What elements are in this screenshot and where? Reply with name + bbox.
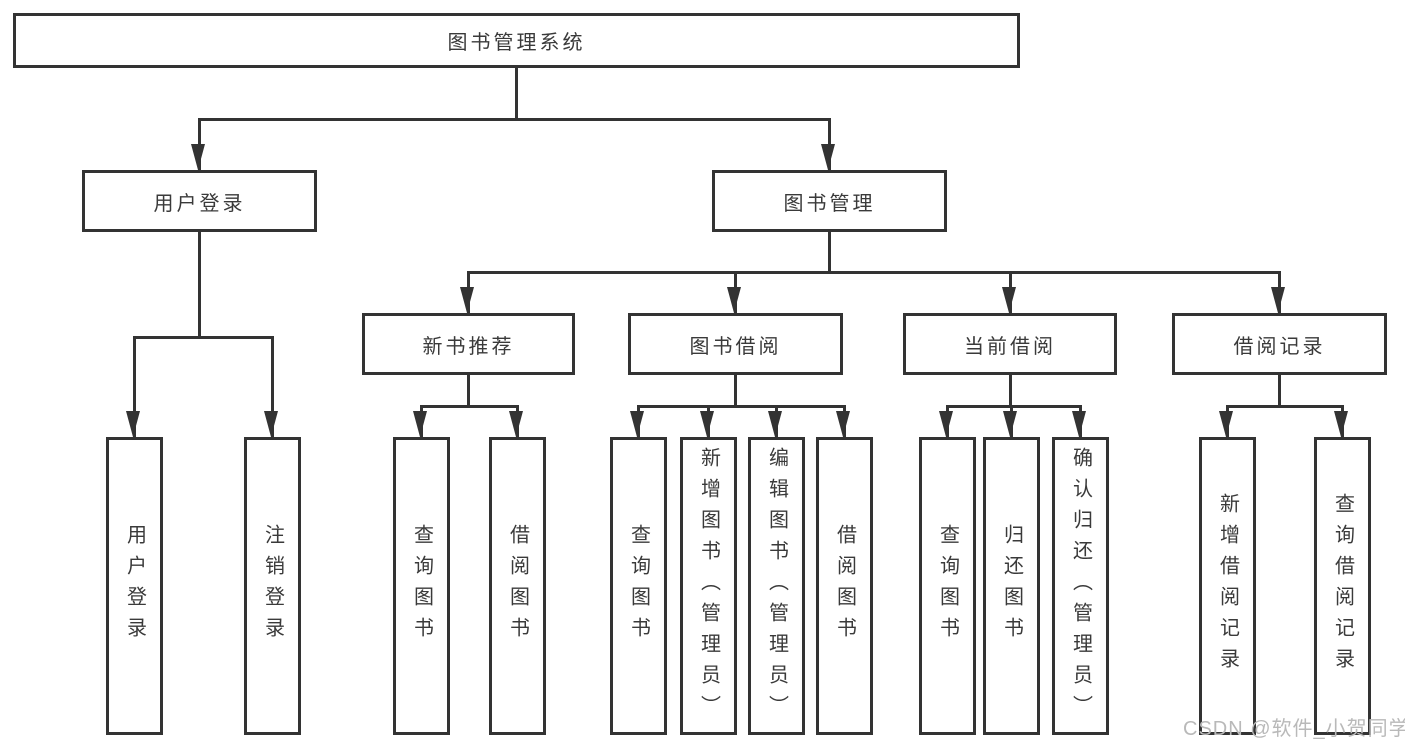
connector-branch-line	[420, 405, 519, 408]
leaf-borrow-books-recommend: 借阅图书	[489, 437, 546, 735]
leaf-label: 借阅图书	[833, 524, 856, 648]
leaf-label: 借阅图书	[506, 524, 529, 648]
node-book-management: 图书管理	[712, 170, 947, 232]
arrowhead-down-icon	[768, 411, 782, 437]
arrowhead-down-icon	[1219, 411, 1233, 437]
arrowhead-down-icon	[1271, 287, 1285, 313]
leaf-add-borrow-record: 新增借阅记录	[1199, 437, 1256, 735]
connector-stem-line	[828, 232, 831, 273]
node-user-login: 用户登录	[82, 170, 317, 232]
leaf-label: 编辑图书（管理员）	[765, 446, 788, 726]
connector-stem-line	[467, 375, 470, 407]
connector-branch-line	[133, 336, 274, 339]
connector-stem-line	[1009, 375, 1012, 407]
leaf-label: 新增借阅记录	[1216, 493, 1239, 679]
arrowhead-down-icon	[821, 144, 835, 170]
connector-branch-line	[946, 405, 1082, 408]
leaf-label: 归还图书	[1000, 524, 1023, 648]
leaf-query-books-recommend: 查询图书	[393, 437, 450, 735]
leaf-user-login: 用户登录	[106, 437, 163, 735]
node-book-borrowing-label: 图书借阅	[689, 335, 782, 358]
leaf-logout: 注销登录	[244, 437, 301, 735]
node-new-book-recommend-label: 新书推荐	[422, 335, 515, 358]
node-current-borrowing-label: 当前借阅	[964, 335, 1056, 358]
leaf-label: 用户登录	[123, 524, 146, 648]
arrowhead-down-icon	[509, 411, 523, 437]
node-current-borrowing: 当前借阅	[903, 313, 1117, 375]
leaf-borrow-books-borrowing: 借阅图书	[816, 437, 873, 735]
connector-drop-line	[133, 336, 136, 437]
arrowhead-down-icon	[630, 411, 644, 437]
leaf-label: 查询借阅记录	[1331, 493, 1354, 679]
leaf-label: 注销登录	[261, 524, 284, 648]
connector-drop-line	[271, 336, 274, 437]
leaf-add-books-admin: 新增图书（管理员）	[680, 437, 737, 735]
leaf-edit-books-admin: 编辑图书（管理员）	[748, 437, 805, 735]
leaf-return-books: 归还图书	[983, 437, 1040, 735]
leaf-label: 查询图书	[936, 524, 959, 648]
arrowhead-down-icon	[836, 411, 850, 437]
arrowhead-down-icon	[1002, 287, 1016, 313]
node-new-book-recommend: 新书推荐	[362, 313, 575, 375]
arrowhead-down-icon	[1072, 411, 1086, 437]
arrowhead-down-icon	[264, 411, 278, 437]
node-user-login-label: 用户登录	[153, 192, 246, 215]
arrowhead-down-icon	[727, 287, 741, 313]
connector-branch-line	[1226, 405, 1344, 408]
leaf-label: 确认归还（管理员）	[1069, 446, 1092, 726]
connector-branch-line	[467, 271, 1281, 274]
csdn-watermark: CSDN @软件_小贺同学	[1183, 718, 1405, 740]
arrowhead-down-icon	[1003, 411, 1017, 437]
connector-branch-line	[637, 405, 846, 408]
leaf-label: 新增图书（管理员）	[697, 446, 720, 726]
arrowhead-down-icon	[460, 287, 474, 313]
connector-stem-line	[1278, 375, 1281, 407]
leaf-label: 查询图书	[410, 524, 433, 648]
leaf-confirm-return-admin: 确认归还（管理员）	[1052, 437, 1109, 735]
node-root-label: 图书管理系统	[447, 32, 586, 54]
leaf-query-books-current: 查询图书	[919, 437, 976, 735]
arrowhead-down-icon	[191, 144, 205, 170]
leaf-query-books-borrowing: 查询图书	[610, 437, 667, 735]
arrowhead-down-icon	[413, 411, 427, 437]
arrowhead-down-icon	[939, 411, 953, 437]
arrowhead-down-icon	[700, 411, 714, 437]
node-borrowing-records: 借阅记录	[1172, 313, 1387, 375]
connector-branch-line	[198, 118, 831, 121]
arrowhead-down-icon	[126, 411, 140, 437]
node-book-management-label: 图书管理	[783, 192, 876, 215]
node-book-borrowing: 图书借阅	[628, 313, 843, 375]
leaf-query-borrow-record: 查询借阅记录	[1314, 437, 1371, 735]
connector-stem-line	[198, 232, 201, 338]
connector-stem-line	[515, 68, 518, 120]
node-borrowing-records-label: 借阅记录	[1233, 335, 1326, 358]
node-root: 图书管理系统	[13, 13, 1020, 68]
arrowhead-down-icon	[1334, 411, 1348, 437]
leaf-label: 查询图书	[627, 524, 650, 648]
connector-stem-line	[734, 375, 737, 407]
